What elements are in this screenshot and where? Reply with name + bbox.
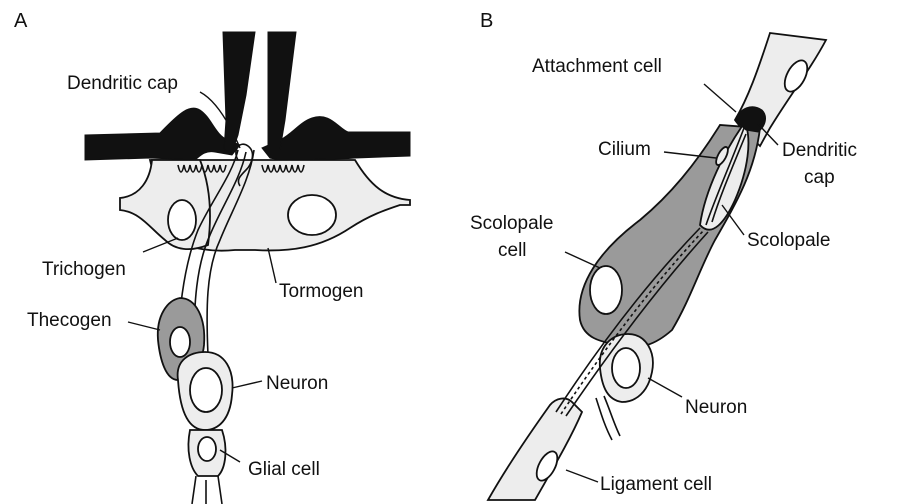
dendrite-outer-right	[206, 149, 255, 356]
label-glial-cell: Glial cell	[248, 459, 320, 480]
label-neuron-a: Neuron	[266, 373, 328, 394]
label-neuron-b: Neuron	[685, 397, 747, 418]
label-dendritic-cap: Dendritic cap	[67, 73, 178, 94]
neuron-nucleus-b	[611, 347, 641, 389]
panel-b-letter: B	[480, 10, 493, 32]
thecogen-nucleus	[169, 326, 191, 358]
label-cilium: Cilium	[598, 139, 651, 160]
label-scolopale-cell-2: cell	[498, 240, 527, 261]
hair-shaft-left	[222, 31, 256, 153]
label-dendritic-cap-b-1: Dendritic	[782, 140, 857, 161]
panel-a: A	[14, 10, 411, 504]
label-trichogen: Trichogen	[42, 259, 126, 280]
leader-scolopale	[721, 204, 745, 236]
leader-ligament	[565, 469, 599, 483]
leader-thecogen	[127, 321, 161, 331]
label-tormogen: Tormogen	[279, 281, 364, 302]
label-thecogen: Thecogen	[27, 310, 112, 331]
glial-nucleus	[197, 436, 217, 462]
attachment-nucleus	[783, 59, 809, 93]
dendritic-cap-b	[734, 106, 766, 133]
leader-cilium	[663, 151, 717, 159]
panel-a-letter: A	[14, 10, 28, 32]
dendritic-cap	[235, 143, 254, 187]
membrane-folds	[177, 164, 305, 173]
label-ligament-cell: Ligament cell	[600, 474, 712, 495]
leader-neuron	[231, 380, 263, 389]
leader-scolopale-cell	[564, 251, 601, 269]
leader-dendritic-cap	[199, 91, 241, 149]
label-attachment-cell: Attachment cell	[532, 56, 662, 77]
neuron-nucleus	[189, 367, 223, 413]
axon	[191, 475, 223, 504]
panel-b: B Attachment cell	[470, 10, 857, 501]
cilium-inner	[711, 133, 747, 223]
label-dendritic-cap-b-2: cap	[804, 167, 835, 188]
label-scolopale: Scolopale	[747, 230, 830, 251]
leader-glial	[219, 449, 241, 463]
ciliary-dilation	[715, 146, 729, 166]
hair-shaft-right	[267, 31, 297, 151]
leader-attachment	[703, 83, 737, 113]
leader-dendritic-cap-b	[757, 123, 779, 146]
ligament-nucleus	[535, 450, 559, 482]
leader-neuron-b	[647, 377, 683, 398]
axon-b	[595, 395, 621, 441]
dendrite-b-left	[555, 227, 701, 413]
dendrite-b-center	[560, 229, 705, 415]
tormogen-nucleus	[287, 194, 337, 236]
scolopale-nucleus	[589, 265, 623, 315]
cilium	[705, 127, 745, 226]
dendrite-b-right	[565, 231, 709, 417]
cuticle	[84, 107, 241, 161]
leader-tormogen	[267, 247, 277, 284]
leader-trichogen	[142, 237, 179, 253]
label-scolopale-cell-1: Scolopale	[470, 213, 553, 234]
trichogen-nucleus	[167, 199, 197, 241]
